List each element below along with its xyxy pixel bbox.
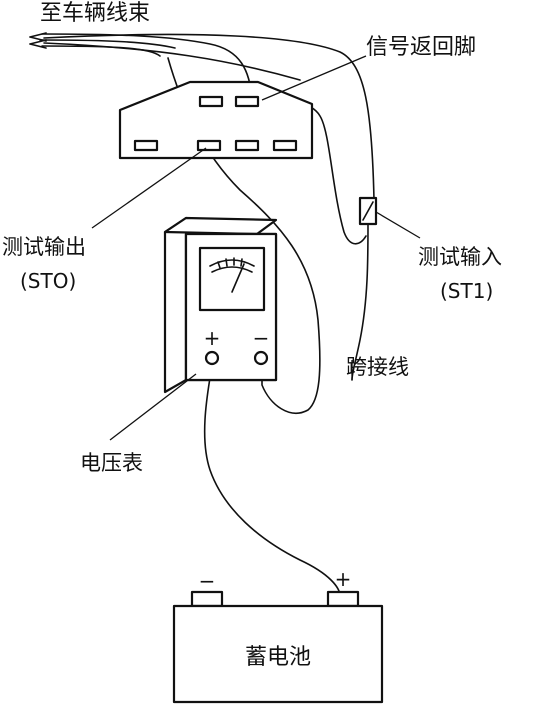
harness-label: 至车辆线束: [40, 1, 150, 26]
battery-positive-wire: [203, 365, 341, 597]
voltmeter-plus-sign: +: [204, 326, 221, 350]
connector-pin: [133, 139, 159, 152]
test-input-leader: [375, 211, 421, 239]
harness-wire-bundle: [29, 32, 375, 201]
voltmeter: + −: [163, 216, 278, 394]
signal-return-leader: [261, 55, 367, 101]
battery-positive-post: [326, 590, 360, 608]
test-input-code: (ST1): [440, 279, 493, 303]
test-output-leader: [91, 147, 207, 229]
meter-needle: [231, 263, 245, 293]
battery-minus-sign: −: [199, 569, 216, 593]
meter-window: [198, 246, 266, 312]
test-output-code: (STO): [20, 269, 76, 293]
voltmeter-label: 电压表: [80, 451, 143, 475]
test-input-terminal: [358, 196, 378, 226]
battery-label: 蓄电池: [245, 645, 311, 670]
voltmeter-positive-terminal: [204, 350, 220, 366]
jumper-wire-label: 跨接线: [346, 355, 409, 379]
voltmeter-minus-sign: −: [253, 326, 270, 350]
connector-pin: [272, 139, 298, 152]
voltmeter-negative-terminal: [253, 350, 269, 366]
connector-pin: [234, 139, 260, 152]
connector-pin-test-output: [196, 139, 222, 152]
meter-scale: [209, 259, 255, 267]
connector-pin-signal-return: [234, 95, 260, 108]
battery-negative-post: [190, 590, 224, 608]
test-output-label: 测试输出: [2, 235, 86, 259]
test-input-label: 测试输入: [418, 245, 502, 269]
diagnostic-connector: [118, 80, 314, 160]
voltmeter-leader: [109, 373, 197, 441]
jumper-wire-line: [351, 221, 369, 381]
battery: − + 蓄电池: [172, 567, 384, 704]
connector-pin: [198, 95, 224, 108]
battery-plus-sign: +: [335, 567, 352, 591]
signal-return-label: 信号返回脚: [366, 35, 476, 60]
